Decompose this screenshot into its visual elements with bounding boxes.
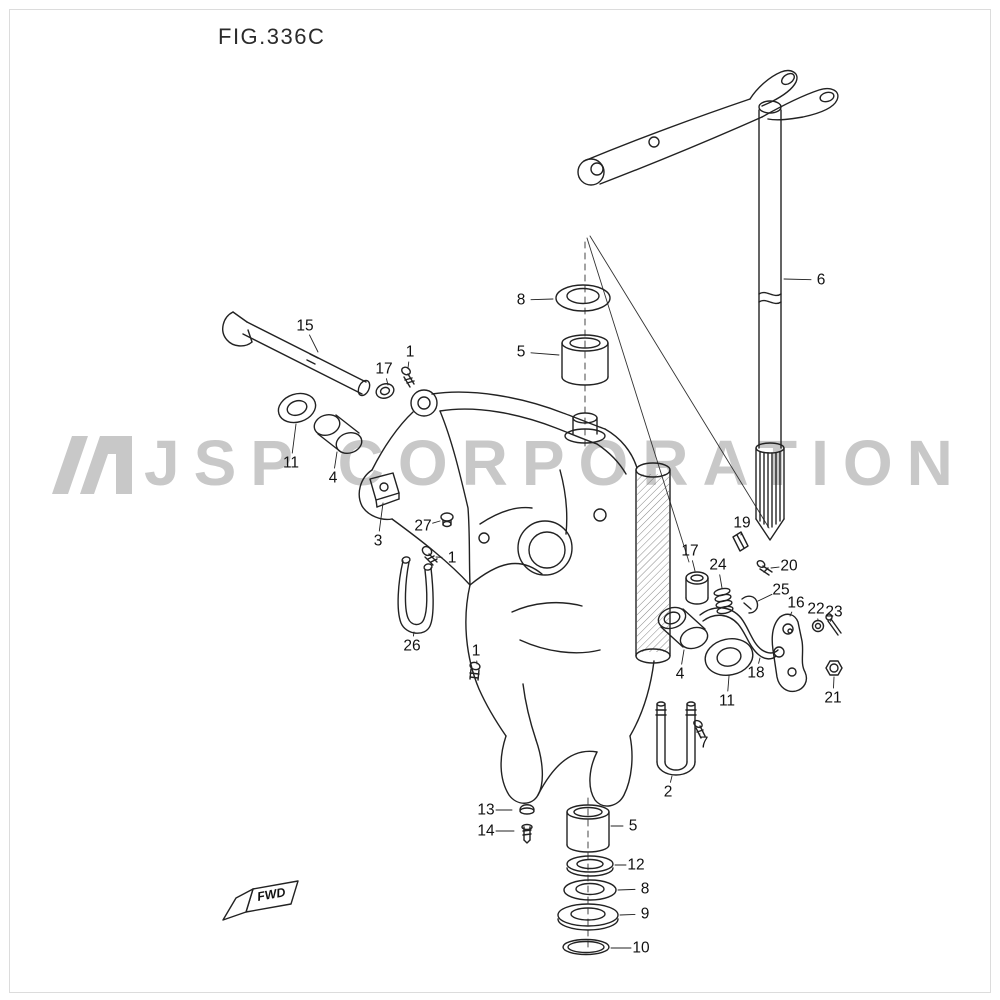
bolt-part1-lower — [469, 661, 481, 681]
part-label-17: 17 — [681, 543, 698, 560]
leader-line-part-9 — [619, 913, 636, 916]
part-label-8: 8 — [641, 881, 650, 898]
lower-mount-stack — [519, 804, 619, 956]
part-label-12: 12 — [627, 857, 644, 874]
leader-line-part-17 — [385, 378, 389, 386]
part-label-21: 21 — [824, 690, 841, 707]
part-label-18: 18 — [747, 665, 764, 682]
part-label-10: 10 — [632, 940, 650, 957]
part-label-4: 4 — [329, 470, 338, 487]
bracket-stopper-part3 — [369, 472, 400, 508]
bolt-part1-top — [401, 366, 415, 388]
watermark: JSP CORPORATION — [50, 430, 967, 496]
grease-nipple-part27 — [440, 512, 454, 528]
part-label-15: 15 — [296, 318, 313, 335]
leader-line-part-24 — [719, 574, 723, 589]
leader-line-part-21 — [833, 676, 835, 689]
part-label-27: 27 — [414, 518, 431, 535]
leader-line-part-15 — [309, 334, 319, 353]
leader-line-part-11 — [727, 675, 730, 692]
leader-line-part-27 — [432, 520, 441, 524]
upper-mount-stack — [555, 284, 611, 386]
clamp-ubolt-part2 — [655, 701, 706, 776]
part-label-5: 5 — [629, 818, 638, 835]
leader-line-part-8 — [530, 298, 554, 301]
leader-line-part-3 — [378, 502, 384, 532]
fwd-label: FWD — [256, 885, 286, 904]
leader-line-part-4 — [334, 451, 338, 469]
leader-line-part-17 — [691, 560, 696, 572]
part-label-6: 6 — [817, 272, 826, 289]
leader-line-part-25 — [757, 593, 773, 602]
part-label-11: 11 — [719, 693, 735, 710]
leader-line-part-18 — [758, 657, 761, 664]
figure-title: FIG.336C — [218, 24, 326, 49]
part-label-9: 9 — [641, 906, 650, 923]
part-label-2: 2 — [664, 784, 673, 801]
part-label-4: 4 — [676, 666, 685, 683]
part-label-14: 14 — [477, 823, 495, 840]
part-label-23: 23 — [825, 604, 842, 621]
steering-linkage-right — [657, 531, 843, 693]
part-label-20: 20 — [780, 558, 798, 575]
steering-shaft-part6 — [577, 69, 839, 541]
part-label-26: 26 — [403, 638, 420, 655]
tilt-tube-part15 — [222, 311, 371, 397]
part-label-3: 3 — [374, 533, 383, 550]
watermark-text: JSP CORPORATION — [144, 427, 967, 499]
part-label-1: 1 — [448, 550, 457, 567]
part-label-17: 17 — [375, 361, 392, 378]
leader-line-part-23 — [830, 619, 832, 622]
leader-line-part-16 — [789, 611, 793, 617]
leader-line-part-26 — [412, 631, 415, 637]
part-label-1: 1 — [406, 344, 415, 361]
watermark-logo-icon — [52, 436, 132, 494]
swivel-bracket-body — [358, 389, 671, 807]
leader-line-part-20 — [770, 566, 780, 569]
fwd-marker: FWD — [222, 880, 299, 921]
part-label-13: 13 — [477, 802, 494, 819]
part-label-1: 1 — [472, 643, 481, 660]
part-label-25: 25 — [772, 582, 789, 599]
assembly-guide-lines — [584, 235, 770, 953]
leader-line-part-2 — [669, 775, 673, 783]
part-label-19: 19 — [733, 515, 750, 532]
bolt-part1-mid — [421, 545, 438, 566]
leader-line-part-4 — [681, 649, 685, 665]
part-label-8: 8 — [517, 292, 526, 309]
leader-line-part-1 — [407, 361, 410, 369]
grease-tube-part26 — [397, 556, 434, 634]
part-label-7: 7 — [700, 735, 709, 752]
leader-line-part-6 — [783, 278, 812, 281]
part-label-16: 16 — [787, 595, 804, 612]
part-label-22: 22 — [807, 601, 824, 618]
part-label-5: 5 — [517, 344, 526, 361]
leader-line-part-11 — [291, 423, 297, 454]
part-label-24: 24 — [709, 557, 727, 574]
part-label-11: 11 — [283, 455, 299, 472]
leader-line-part-8 — [617, 888, 636, 891]
leader-line-part-5 — [530, 352, 560, 356]
left-pivot-parts — [277, 383, 395, 455]
